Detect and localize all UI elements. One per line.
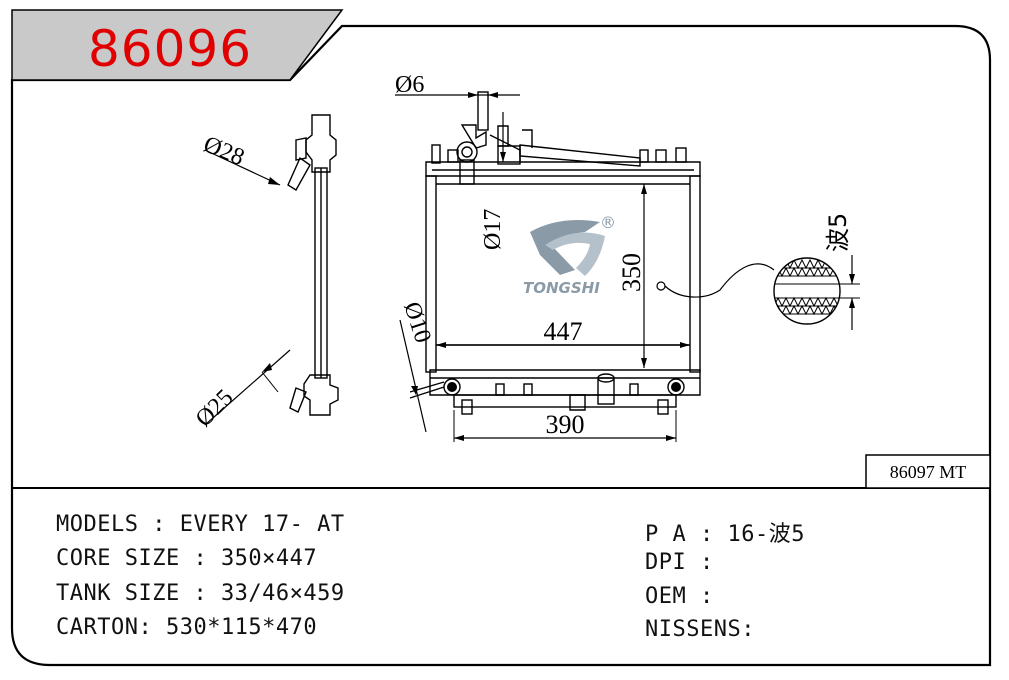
wave-detail — [773, 255, 860, 330]
brand-logo: ® TONGSHI — [523, 213, 616, 297]
spec-dpi: DPI : — [645, 550, 714, 575]
spec-carton: CARTON: 530*115*470 — [56, 615, 318, 640]
spec-oem: OEM : — [645, 584, 714, 609]
spec-core-size: CORE SIZE : 350×447 — [56, 546, 318, 571]
spec-models: MODELS : EVERY 17- AT — [56, 512, 345, 537]
part-number: 86096 — [88, 20, 252, 78]
sheet-border — [10, 24, 992, 667]
dim-width: 447 — [544, 317, 583, 346]
spec-pa: P A : 16-波5 — [645, 522, 805, 547]
dim-wave: 波5 — [824, 213, 852, 252]
brand-name: TONGSHI — [523, 279, 600, 297]
dim-d17: Ø17 — [480, 209, 506, 250]
related-part-label: 86097 MT — [890, 462, 967, 482]
dim-height: 350 — [617, 253, 646, 292]
header-band — [11, 9, 344, 81]
dim-d6: Ø6 — [395, 72, 424, 98]
spec-nissens: NISSENS: — [645, 617, 755, 642]
side-view — [287, 114, 339, 416]
brand-registered-mark: ® — [600, 213, 616, 232]
related-part-box — [865, 454, 991, 489]
dim-bottom: 390 — [546, 410, 585, 439]
spec-tank-size: TANK SIZE : 33/46×459 — [56, 581, 345, 606]
dim-d28: Ø28 — [200, 131, 248, 171]
dim-d25: Ø25 — [191, 385, 239, 433]
